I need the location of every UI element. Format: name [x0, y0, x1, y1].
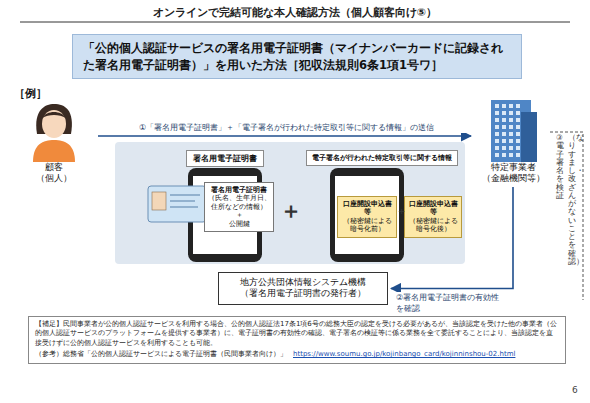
person-face — [42, 110, 66, 138]
edge-label: ①「署名用電子証明書」＋「電子署名が行われた特定取引等に関する情報」の送信 — [106, 122, 467, 133]
window — [502, 153, 506, 157]
window — [516, 153, 520, 157]
node-text: 地方公共団体情報システム機構 — [223, 277, 383, 288]
header-box: 署名用電子証明書 — [186, 150, 264, 167]
window — [495, 132, 499, 136]
node-text: ＋ — [207, 211, 271, 219]
window — [509, 125, 513, 129]
example-label: ［例］ — [14, 86, 47, 101]
node-text: （金融機関等） — [475, 173, 551, 184]
window — [502, 146, 506, 150]
window — [502, 111, 506, 115]
issuer-box: 地方公共団体情報システム機構（署名用電子証明書の発行者） — [218, 272, 388, 305]
window — [516, 111, 520, 115]
window — [516, 139, 520, 143]
card-line — [170, 194, 200, 195]
my-number-card — [148, 186, 206, 222]
panel — [115, 142, 465, 264]
page-title: オンラインで完結可能な本人確認方法（個人顧客向け⑤） — [20, 5, 570, 20]
node-text: （個人） — [14, 173, 94, 184]
method-band: 「公的個人認証サービスの署名用電子証明書（マイナンバーカードに記録された署名用電… — [72, 34, 522, 79]
step-note: （なりすまし・改ざんがないことを確認） — [568, 134, 576, 266]
window — [509, 118, 513, 122]
phone — [330, 168, 404, 262]
application-doc: 口座開設申込書等（秘密鍵による暗号化前） — [337, 196, 397, 238]
node-text: （秘密鍵による暗号化前） — [340, 217, 394, 234]
window — [509, 146, 513, 150]
person-icon — [23, 100, 85, 162]
node-text: 電子署名が行われた特定取引等に関する情報 — [310, 153, 454, 163]
application-doc: 口座開設申込書等（秘密鍵による暗号化後） — [404, 196, 462, 238]
node-text: 「公的個人認証サービスの署名用電子証明書（マイナンバーカードに記録された署名用電… — [83, 40, 511, 73]
customer: 顧客（個人） — [14, 100, 94, 184]
node-text: 口座開設申込書等 — [407, 200, 459, 217]
card-line — [170, 200, 195, 201]
card-line — [170, 206, 198, 207]
window — [495, 146, 499, 150]
window — [495, 139, 499, 143]
node-text: （参考）総務省「公的個人認証サービスによる電子証明書（民間事業者向け）」 — [35, 350, 287, 358]
person-fringe — [42, 112, 66, 118]
plus-sign: ＋ — [280, 196, 302, 226]
title-rule — [20, 22, 570, 23]
node-text: （氏名、生年月日、住所などの情報） — [207, 194, 271, 211]
window — [509, 153, 513, 157]
node-text: 署名用電子証明書 — [207, 186, 271, 194]
window — [509, 132, 513, 136]
window — [495, 104, 499, 108]
window — [502, 118, 506, 122]
window — [516, 104, 520, 108]
window — [495, 111, 499, 115]
window — [516, 125, 520, 129]
person-body — [33, 140, 75, 162]
window — [516, 118, 520, 122]
certificate-doc: 署名用電子証明書（氏名、生年月日、住所などの情報）＋公開鍵 — [204, 182, 274, 232]
node-text: 顧客 — [14, 162, 94, 173]
phone-screen — [335, 176, 399, 254]
node-text: 【補足】民間事業者が公的個人認証サービスを利用する場合、公的個人認証法17条1項… — [35, 320, 559, 348]
window — [495, 118, 499, 122]
window — [495, 125, 499, 129]
business-operator: 特定事業者（金融機関等） — [475, 98, 551, 184]
plus-sign: ＋ — [397, 205, 406, 218]
node-text: 署名用電子証明書 — [190, 153, 260, 164]
step-note: ③電子署名を検証 — [556, 134, 564, 200]
window — [495, 153, 499, 157]
connector — [98, 135, 471, 137]
window — [509, 111, 513, 115]
dashed-bracket — [550, 132, 583, 300]
node-text: （署名用電子証明書の発行者） — [223, 288, 383, 299]
window — [502, 125, 506, 129]
building-wing — [521, 112, 537, 162]
edge-label: ②署名用電子証明書の有効性を確認 — [394, 292, 507, 314]
window — [516, 146, 520, 150]
building-icon — [485, 98, 541, 162]
header-box: 電子署名が行われた特定取引等に関する情報 — [306, 150, 458, 166]
page-number: 6 — [572, 385, 578, 395]
node-text: 公開鍵 — [207, 220, 271, 228]
window — [516, 132, 520, 136]
window — [502, 139, 506, 143]
node-text: 口座開設申込書等 — [340, 200, 394, 217]
connector — [391, 187, 513, 288]
node-text: 特定事業者 — [475, 162, 551, 173]
node-text: （秘密鍵による暗号化後） — [407, 217, 459, 234]
window — [509, 139, 513, 143]
note-box: 【補足】民間事業者が公的個人認証サービスを利用する場合、公的個人認証法17条1項… — [28, 316, 566, 364]
window — [502, 132, 506, 136]
window — [509, 104, 513, 108]
node-text: https://www.soumu.go.jp/kojinbango_card/… — [293, 350, 515, 358]
window — [502, 104, 506, 108]
card-photo — [152, 192, 166, 210]
